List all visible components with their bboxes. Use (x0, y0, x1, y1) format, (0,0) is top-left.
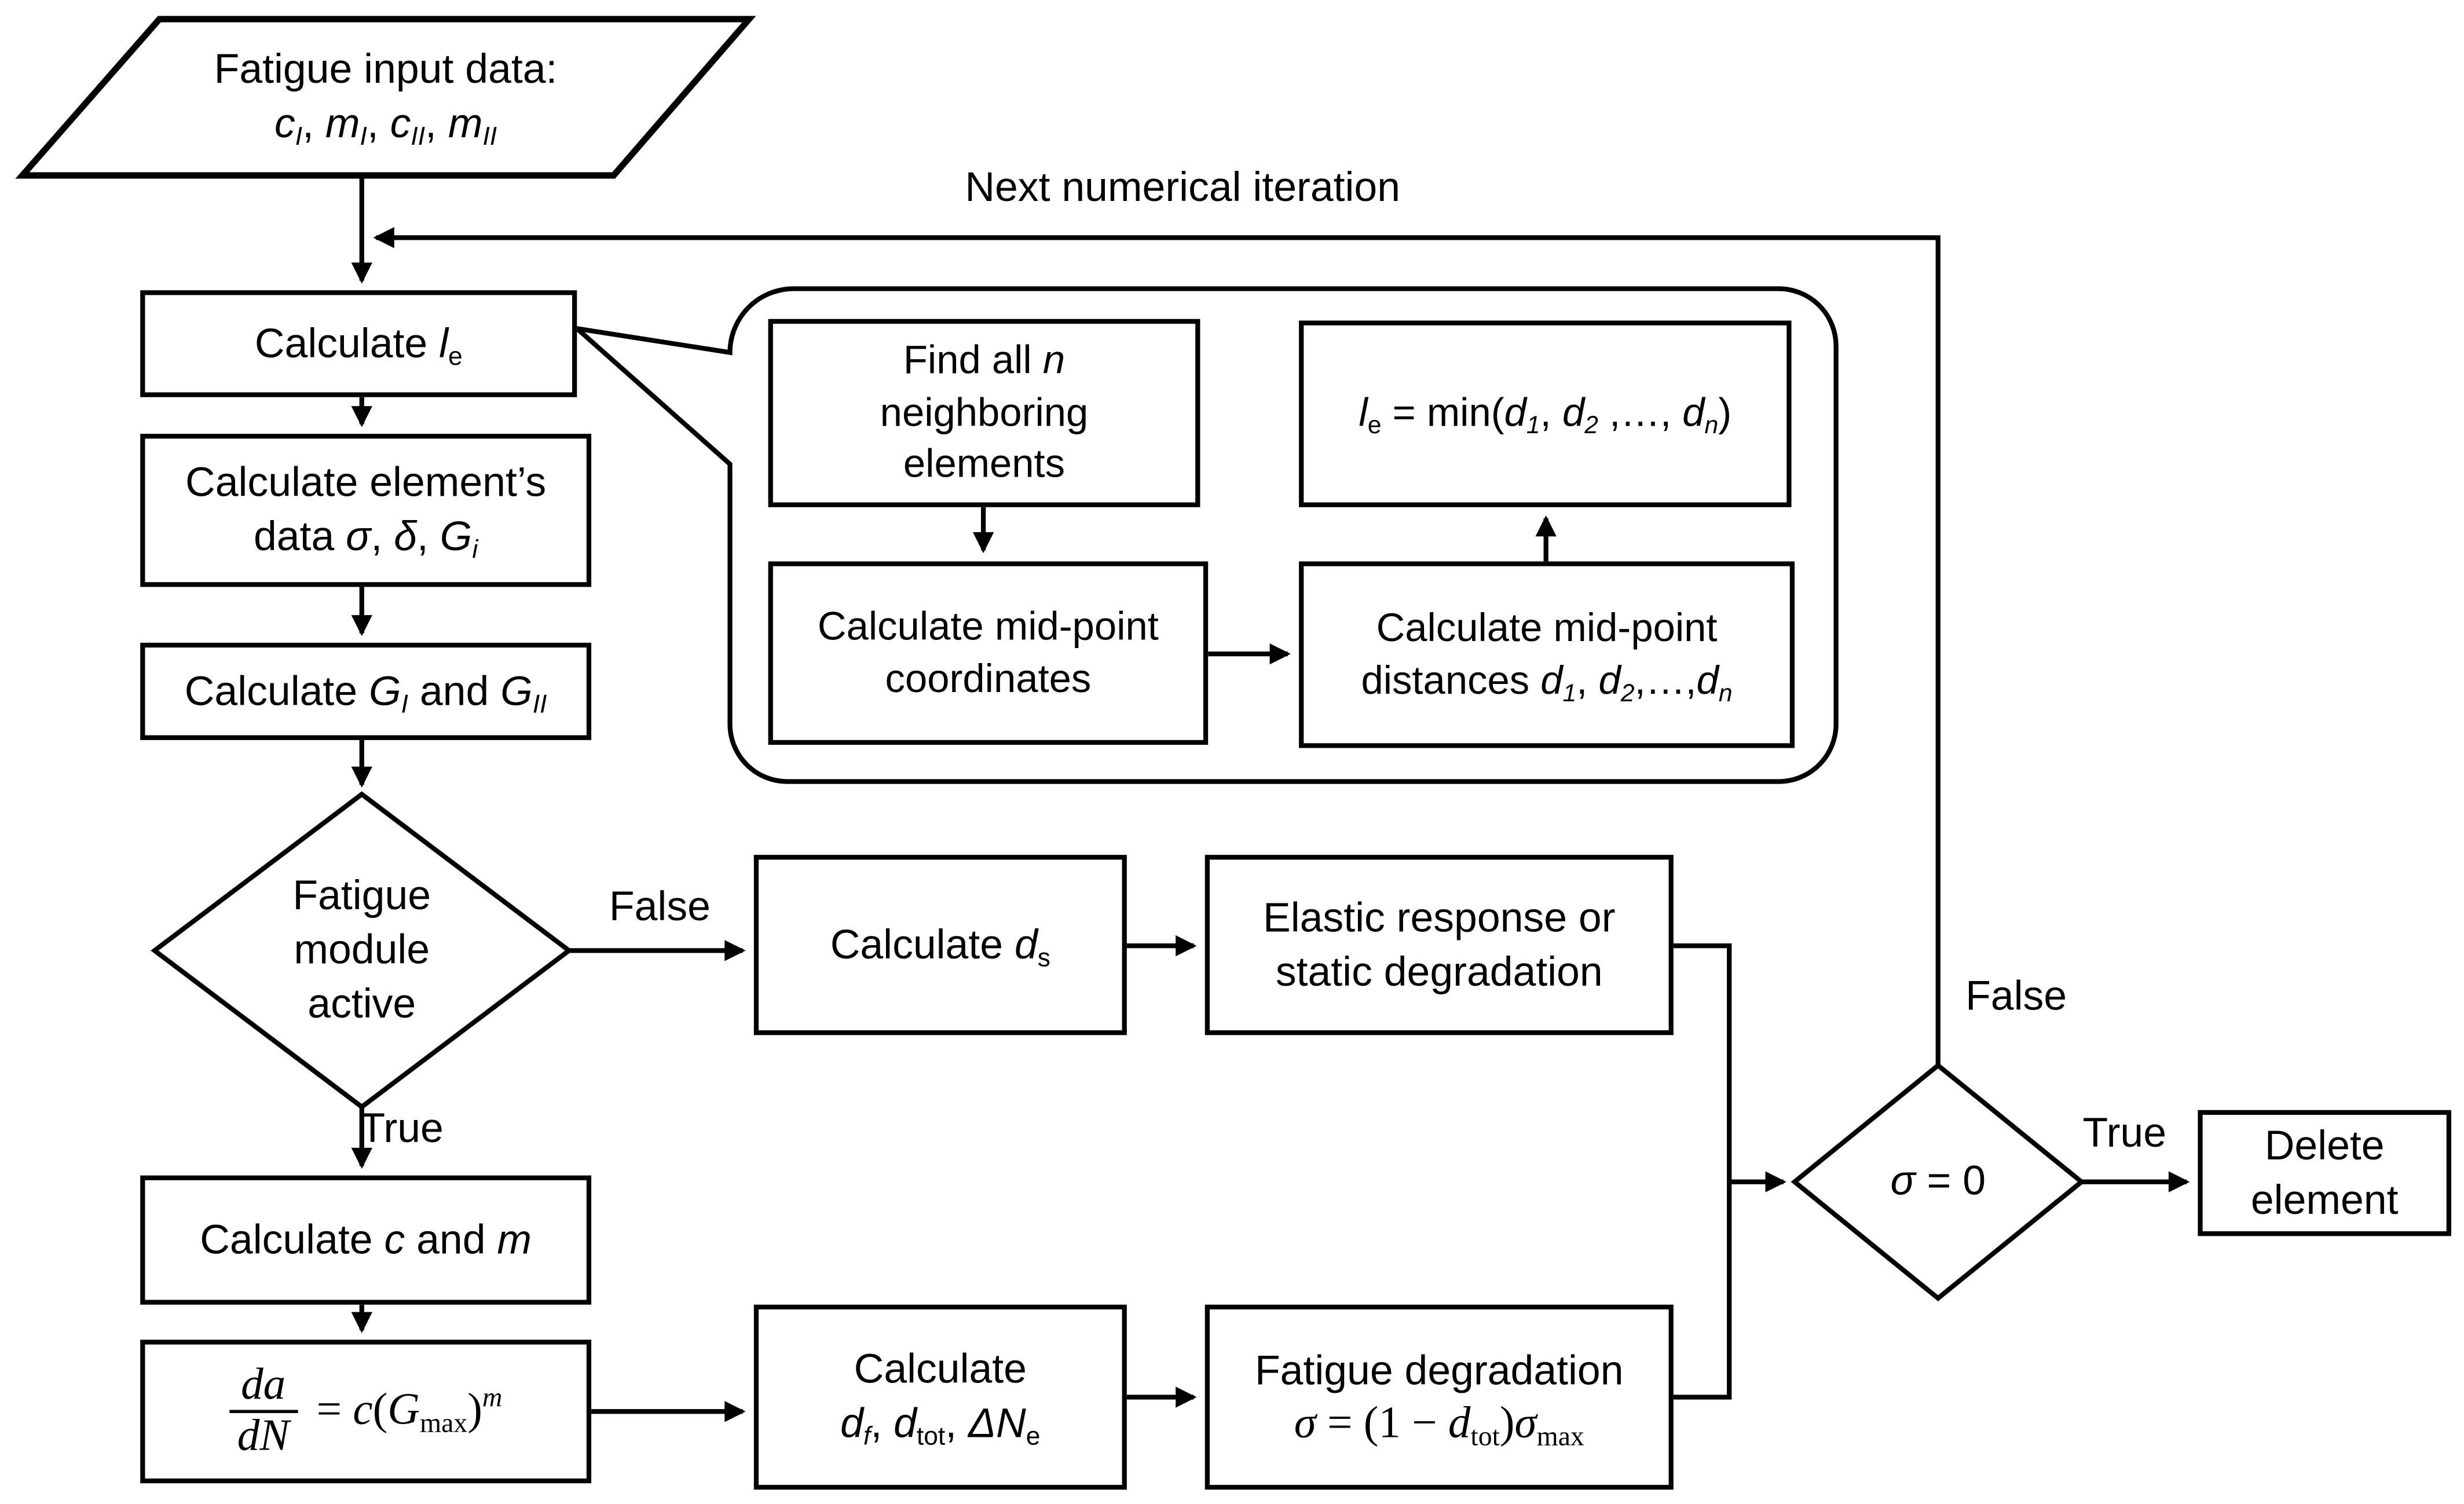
find-neighbors-box: Find all n neighboring elements (768, 319, 1200, 507)
midpoint-distances-box: Calculate mid-point distances d1, d2,…,d… (1299, 561, 1795, 748)
calculate-g1-g2-text: Calculate GI and GII (184, 666, 547, 719)
midpoint-coordinates-line1: Calculate mid-point (817, 604, 1159, 649)
connector-elastic-to-merge (1673, 943, 1732, 1182)
flow-arrows (351, 175, 2190, 1422)
calculate-df-line2: df, dtot, ΔNe (840, 1399, 1041, 1451)
input-line1: Fatigue input data: (214, 45, 558, 93)
calculate-element-data-line2: data σ, δ, Gi (253, 512, 478, 565)
delete-element-box: Delete element (2198, 1110, 2451, 1236)
true-label-sigma: True (2082, 1107, 2167, 1156)
sigma-zero-text: σ = 0 (1890, 1156, 1986, 1205)
delete-element-line2: element (2250, 1174, 2399, 1223)
min-distance-box: le = min(d1, d2 ,…, dn) (1299, 320, 1792, 507)
fatigue-degradation-line1: Fatigue degradation (1254, 1345, 1624, 1393)
calculate-ds-box: Calculate ds (753, 855, 1127, 1035)
find-neighbors-line3: elements (903, 442, 1066, 487)
calculate-cm-box: Calculate c and m (140, 1175, 592, 1305)
midpoint-distances-line2: distances d1, d2,…,dn (1361, 658, 1733, 707)
find-neighbors-line1: Find all n (903, 338, 1066, 383)
fatigue-decision-line1: Fatigue (292, 871, 431, 920)
next-iteration-label: Next numerical iteration (965, 162, 1401, 210)
true-label-module: True (360, 1103, 444, 1151)
midpoint-coordinates-box: Calculate mid-point coordinates (768, 561, 1209, 745)
min-distance-text: le = min(d1, d2 ,…, dn) (1359, 391, 1732, 440)
calculate-cm-text: Calculate c and m (200, 1214, 532, 1263)
calculate-df-box: Calculate df, dtot, ΔNe (753, 1304, 1127, 1490)
calculate-le-text: Calculate le (254, 318, 463, 371)
elastic-response-line2: static degradation (1275, 946, 1603, 995)
midpoint-coordinates-line2: coordinates (885, 656, 1092, 701)
input-line2: cI, mI, cII, mII (274, 98, 497, 152)
elastic-response-box: Elastic response or static degradation (1204, 855, 1674, 1035)
find-neighbors-line2: neighboring (880, 390, 1089, 436)
elastic-response-line1: Elastic response or (1262, 892, 1616, 941)
delete-element-line1: Delete (2264, 1121, 2385, 1169)
calculate-element-data-line1: Calculate element’s (185, 458, 547, 506)
calculate-df-line1: Calculate (854, 1345, 1027, 1393)
input-parallelogram-shape (15, 16, 756, 179)
calculate-le-box: Calculate le (140, 290, 577, 397)
fatigue-decision-line2: module (294, 925, 430, 974)
sigma-zero-decision: σ = 0 (1835, 1153, 2042, 1210)
fatigue-decision-line3: active (307, 979, 416, 1027)
false-label-sigma: False (1965, 970, 2067, 1019)
calculate-ds-text: Calculate ds (830, 919, 1050, 972)
fatigue-degradation-formula: σ = (1 − dtot)σmax (1294, 1399, 1584, 1452)
false-label-module: False (609, 881, 711, 930)
input-node-text: Fatigue input data: cI, mI, cII, mII (23, 19, 749, 175)
calculate-g1-g2-box: Calculate GI and GII (140, 642, 592, 740)
midpoint-distances-line1: Calculate mid-point (1376, 606, 1718, 651)
connector-degradation-to-merge (1673, 1181, 1732, 1400)
sigma-zero-diamond-shape (1791, 1062, 2086, 1302)
fatigue-degradation-box: Fatigue degradation σ = (1 − dtot)σmax (1204, 1304, 1674, 1490)
calculate-element-data-box: Calculate element’s data σ, δ, Gi (140, 434, 592, 587)
fatigue-module-decision: Fatigue module active (218, 861, 505, 1040)
feedback-arrow-next-iteration (373, 227, 1941, 1066)
